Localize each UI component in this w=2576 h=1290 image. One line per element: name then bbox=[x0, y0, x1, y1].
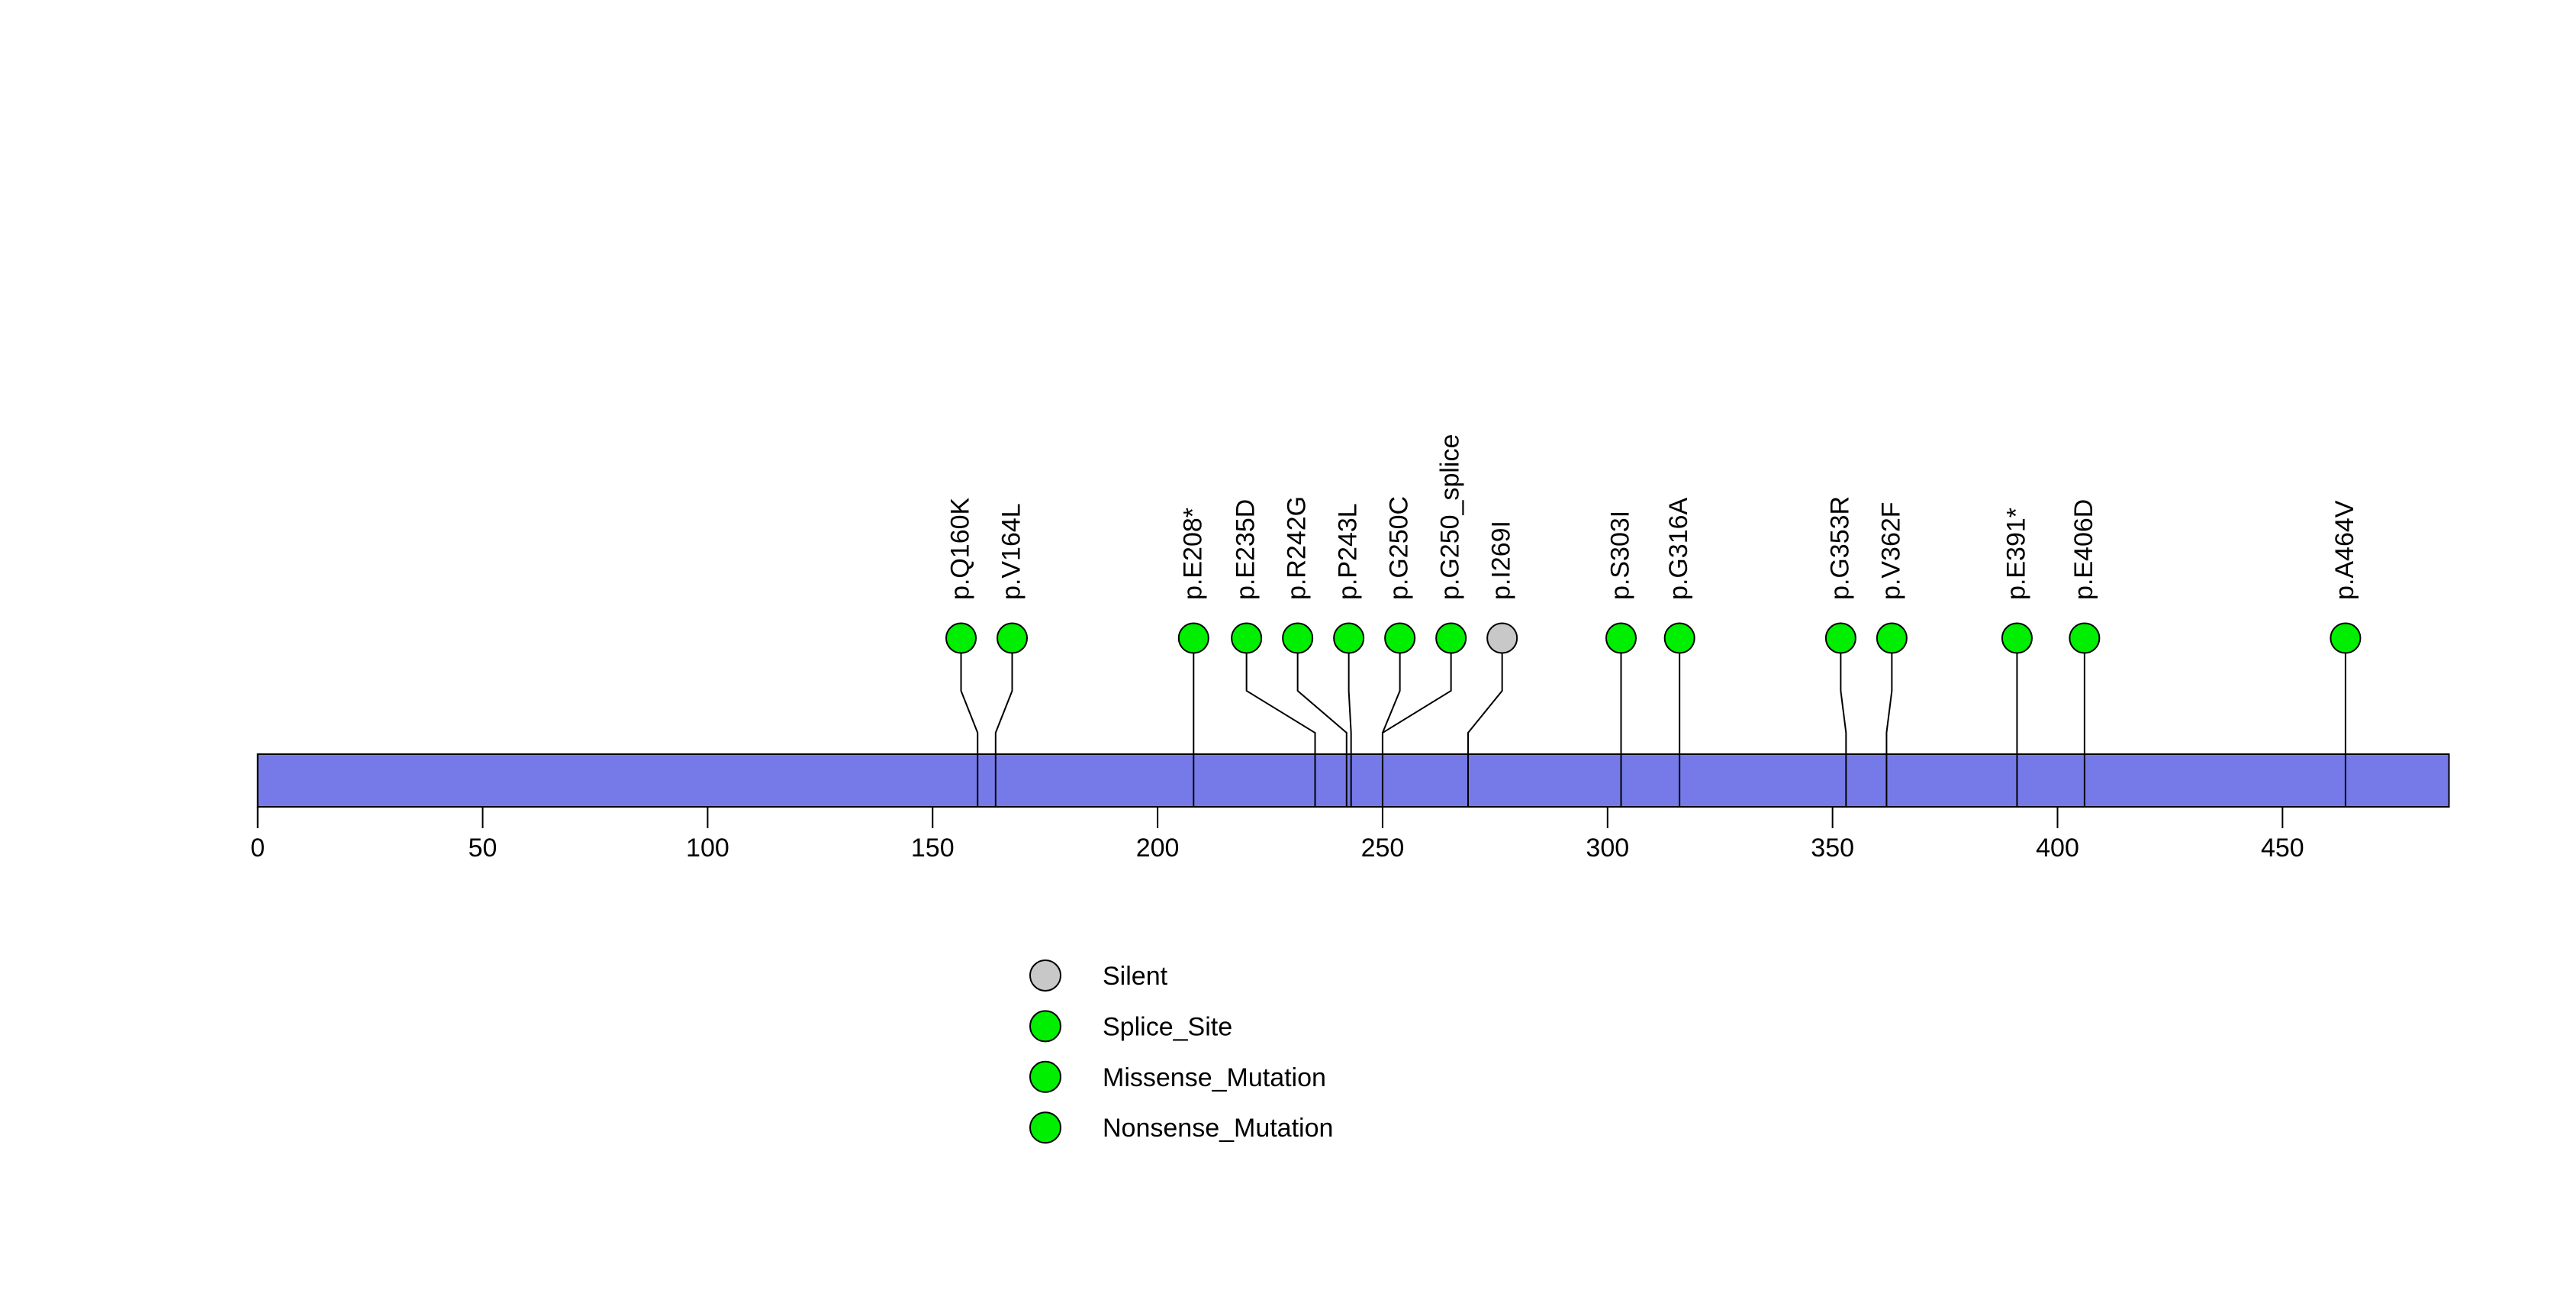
mutation-label: p.V164L bbox=[997, 503, 1026, 600]
mutation-label: p.I269I bbox=[1487, 521, 1516, 600]
axis-tick-label: 250 bbox=[1361, 834, 1405, 863]
mutation-circle bbox=[2330, 622, 2362, 654]
mutation-circle bbox=[2069, 622, 2101, 654]
lollipop-stem bbox=[1348, 653, 1352, 807]
mutation-circle bbox=[1876, 622, 1908, 654]
mutation-label: p.G353R bbox=[1825, 496, 1854, 600]
axis-tick-label: 50 bbox=[469, 834, 497, 863]
mutation-circle bbox=[1605, 622, 1637, 654]
mutation-label: p.P243L bbox=[1334, 503, 1363, 600]
mutation-label: p.E406D bbox=[2069, 499, 2098, 600]
mutation-circle bbox=[1333, 622, 1365, 654]
axis-tick-label: 400 bbox=[2036, 834, 2079, 863]
axis-tick-label: 0 bbox=[250, 834, 265, 863]
mutation-circle bbox=[945, 622, 977, 654]
mutation-circle bbox=[1824, 622, 1856, 654]
mutation-label: p.A464V bbox=[2330, 500, 2359, 600]
mutation-label: p.R242G bbox=[1283, 496, 1312, 600]
legend-marker-splice_site bbox=[1029, 1010, 1061, 1043]
protein-bar bbox=[256, 753, 2450, 808]
axis-tick-label: 100 bbox=[686, 834, 729, 863]
mutation-circle bbox=[1282, 622, 1314, 654]
mutation-circle bbox=[1384, 622, 1416, 654]
mutation-circle bbox=[1177, 622, 1209, 654]
mutation-circle bbox=[1486, 622, 1518, 654]
mutation-circle bbox=[1435, 622, 1467, 654]
legend-marker-nonsense_mutation bbox=[1029, 1111, 1061, 1144]
legend-label: Splice_Site bbox=[1103, 1012, 1232, 1041]
lollipop-stem bbox=[1381, 653, 1452, 807]
legend-marker-missense_mutation bbox=[1029, 1060, 1061, 1093]
mutation-circle bbox=[1231, 622, 1263, 654]
lollipop-stem bbox=[1840, 653, 1847, 807]
mutation-label: p.G316A bbox=[1664, 497, 1693, 600]
lollipop-stem bbox=[1245, 653, 1316, 807]
mutation-label: p.E208* bbox=[1178, 508, 1207, 600]
legend-label: Missense_Mutation bbox=[1103, 1063, 1326, 1092]
legend-label: Nonsense_Mutation bbox=[1103, 1114, 1333, 1143]
mutation-label: p.Q160K bbox=[946, 497, 975, 600]
axis-tick-label: 200 bbox=[1136, 834, 1180, 863]
mutation-circle bbox=[1663, 622, 1695, 654]
lollipop-stem bbox=[1885, 653, 1893, 807]
mutation-circle bbox=[2001, 622, 2033, 654]
lollipop-stem bbox=[1296, 653, 1348, 807]
axis-tick-label: 150 bbox=[911, 834, 955, 863]
lollipop-stem bbox=[1467, 653, 1503, 807]
legend-label: Silent bbox=[1103, 962, 1168, 991]
axis-tick-label: 350 bbox=[1811, 834, 1854, 863]
axis-tick-label: 300 bbox=[1586, 834, 1629, 863]
lollipop-stem bbox=[994, 653, 1013, 807]
mutation-circle bbox=[997, 622, 1029, 654]
mutation-label: p.E235D bbox=[1232, 499, 1261, 600]
lollipop-stem bbox=[960, 653, 979, 807]
mutation-label: p.S303I bbox=[1605, 511, 1634, 600]
mutation-label: p.G250C bbox=[1385, 496, 1414, 600]
legend-marker-silent bbox=[1029, 959, 1061, 992]
mutation-label: p.G250_splice bbox=[1436, 434, 1465, 600]
axis-tick-label: 450 bbox=[2261, 834, 2304, 863]
mutation-label: p.V362F bbox=[1876, 501, 1905, 600]
mutation-label: p.E391* bbox=[2001, 508, 2030, 600]
